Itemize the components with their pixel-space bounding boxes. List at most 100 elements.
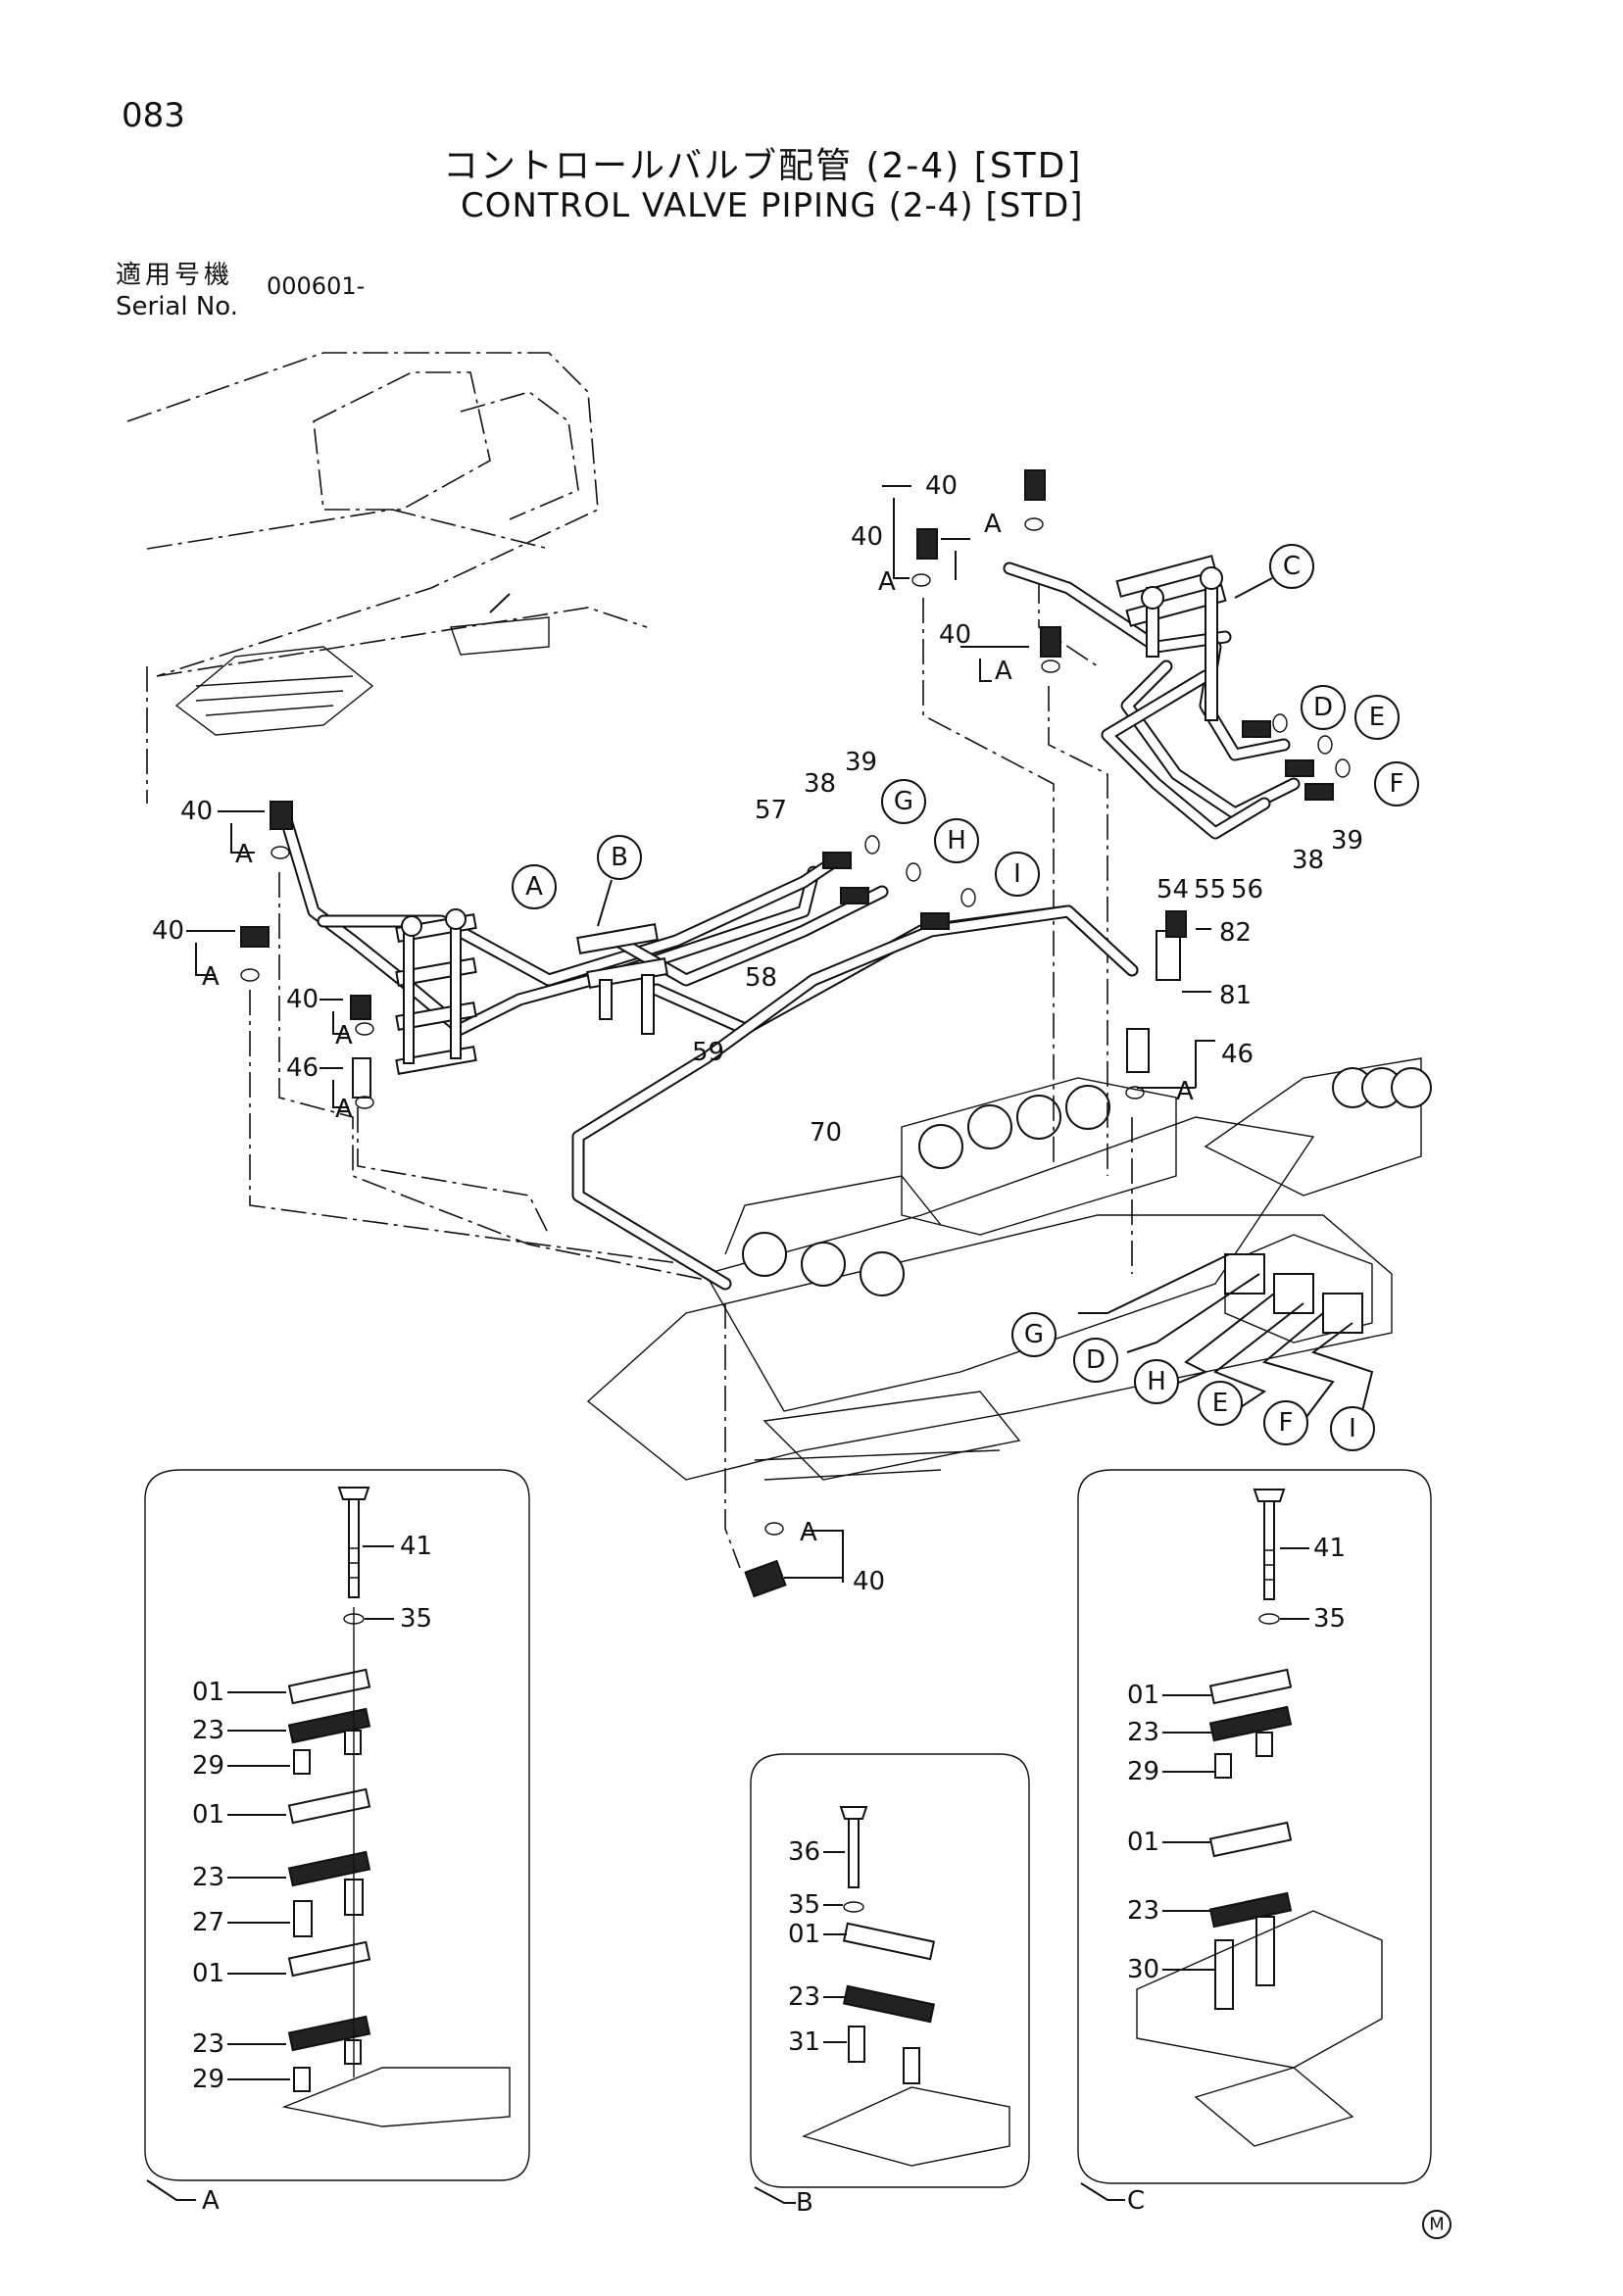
spool-cap-1 <box>918 1124 963 1169</box>
callout-a-label: A <box>525 872 543 902</box>
part-label-81: 81 <box>1219 981 1252 1010</box>
callout-e-bottom-label: E <box>1212 1389 1228 1418</box>
callout-a <box>512 864 557 909</box>
oring-a-markers: A A A A A A A A A <box>202 510 1194 1547</box>
oring-marker-a-6: A <box>878 567 896 597</box>
detail-panel-a <box>144 1469 530 2201</box>
callout-e-top-label: E <box>1369 703 1385 732</box>
leader-lines <box>249 578 1133 1569</box>
part-label-40: 40 <box>152 916 184 946</box>
spool-cap-3 <box>1016 1095 1061 1140</box>
callout-i-bottom-label: I <box>1349 1414 1356 1443</box>
serial-label: Serial No. <box>116 292 238 321</box>
part-label-82: 82 <box>1219 918 1252 948</box>
port-leaders <box>1078 1253 1374 1422</box>
part-label-23: 23 <box>1127 1896 1159 1926</box>
spool-cap-4 <box>1065 1085 1110 1130</box>
detail-panel-c <box>1077 1469 1432 2201</box>
callout-c <box>1269 544 1314 589</box>
callout-c-label: C <box>1283 552 1301 581</box>
oring-marker-a-9: A <box>800 1518 817 1547</box>
part-label-70: 70 <box>810 1118 842 1148</box>
part-label-23: 23 <box>788 1982 820 2012</box>
part-label-41: 41 <box>400 1532 432 1561</box>
part-label-56: 56 <box>1231 875 1263 904</box>
part-label-35: 35 <box>788 1890 820 1920</box>
machine-outline <box>126 352 648 804</box>
port-block-2 <box>1273 1273 1314 1314</box>
part-label-40: 40 <box>939 620 971 650</box>
callout-h-bottom <box>1134 1359 1179 1404</box>
port-block-3 <box>1322 1293 1363 1334</box>
part-label-01: 01 <box>1127 1681 1159 1710</box>
oring-marker-a-7: A <box>995 657 1012 686</box>
part-label-30: 30 <box>1127 1955 1159 1984</box>
callout-f-bottom <box>1263 1400 1308 1445</box>
part-label-01: 01 <box>192 1959 224 1988</box>
part-label-27: 27 <box>192 1908 224 1937</box>
part-label-40: 40 <box>286 985 319 1014</box>
callout-g-bottom-label: G <box>1024 1320 1044 1349</box>
callout-d-top-label: D <box>1313 693 1333 722</box>
serial-number: 000601- <box>267 272 366 300</box>
part-label-36: 36 <box>788 1837 820 1867</box>
part-label-01: 01 <box>788 1920 820 1949</box>
callout-b-label: B <box>611 843 628 872</box>
oring-marker-a-5: A <box>984 510 1002 539</box>
footer-mark-circle <box>1422 2210 1451 2239</box>
page-title: CONTROL VALVE PIPING (2-4) [STD] <box>461 186 1084 225</box>
clamp-assembly-c <box>1115 555 1227 721</box>
part-labels-detail-b: 36 35 01 23 31 B <box>788 1837 820 2218</box>
detail-panel-b <box>750 1753 1030 2204</box>
part-label-46: 46 <box>286 1053 319 1083</box>
callout-e-bottom <box>1198 1381 1243 1426</box>
part-label-35: 35 <box>400 1604 432 1634</box>
part-label-55: 55 <box>1194 875 1226 904</box>
page-title-japanese: コントロールバルブ配管 (2-4) [STD] <box>443 146 1083 186</box>
callout-f-bottom-label: F <box>1279 1408 1294 1438</box>
clamp-assembly-b <box>576 923 668 1035</box>
callout-g-top <box>881 779 926 824</box>
part-label-57: 57 <box>755 796 787 825</box>
spool-cap-2 <box>967 1104 1012 1149</box>
callout-h-top <box>934 818 979 863</box>
part-label-01: 01 <box>192 1800 224 1830</box>
callout-i-top <box>995 852 1040 897</box>
part-label-40: 40 <box>853 1567 885 1596</box>
part-label-23: 23 <box>192 2029 224 2059</box>
spool-cap-7 <box>860 1251 905 1296</box>
part-label-40: 40 <box>851 522 883 552</box>
callout-b <box>597 835 642 880</box>
serial-label-japanese: 適用号機 <box>116 261 234 290</box>
label-leaders <box>186 485 1273 1583</box>
part-label-01: 01 <box>1127 1828 1159 1857</box>
detail-c-label: C <box>1127 2186 1145 2216</box>
oring-marker-a-4: A <box>335 1095 353 1124</box>
part-label-29: 29 <box>1127 1757 1159 1786</box>
oring-marker-a-2: A <box>202 962 220 992</box>
oring-marker-a-1: A <box>235 840 253 869</box>
callout-i-bottom <box>1330 1406 1375 1451</box>
clamp-assembly-a <box>395 908 477 1075</box>
part-label-35: 35 <box>1313 1604 1346 1634</box>
callout-d-bottom-label: D <box>1086 1345 1106 1375</box>
part-label-31: 31 <box>788 2027 820 2057</box>
callout-d-bottom <box>1073 1338 1118 1383</box>
callout-i-top-label: I <box>1013 859 1021 889</box>
footer-mark: M <box>1429 2215 1445 2235</box>
oring-marker-a-8: A <box>1176 1077 1194 1106</box>
part-label-29: 29 <box>192 1751 224 1781</box>
callout-g-bottom <box>1011 1312 1057 1357</box>
part-labels-detail-c: 41 35 01 23 29 01 23 30 C <box>1127 1534 1346 2216</box>
part-label-40: 40 <box>925 471 958 501</box>
spool-cap-6 <box>801 1242 846 1287</box>
cylinder-3 <box>1391 1067 1432 1108</box>
part-label-29: 29 <box>192 2065 224 2094</box>
part-label-58: 58 <box>745 963 777 993</box>
part-label-39: 39 <box>845 748 877 777</box>
spool-cap-5 <box>742 1232 787 1277</box>
oring-marker-a-3: A <box>335 1021 353 1050</box>
callout-h-bottom-label: H <box>1147 1367 1166 1396</box>
callout-h-top-label: H <box>947 826 966 855</box>
